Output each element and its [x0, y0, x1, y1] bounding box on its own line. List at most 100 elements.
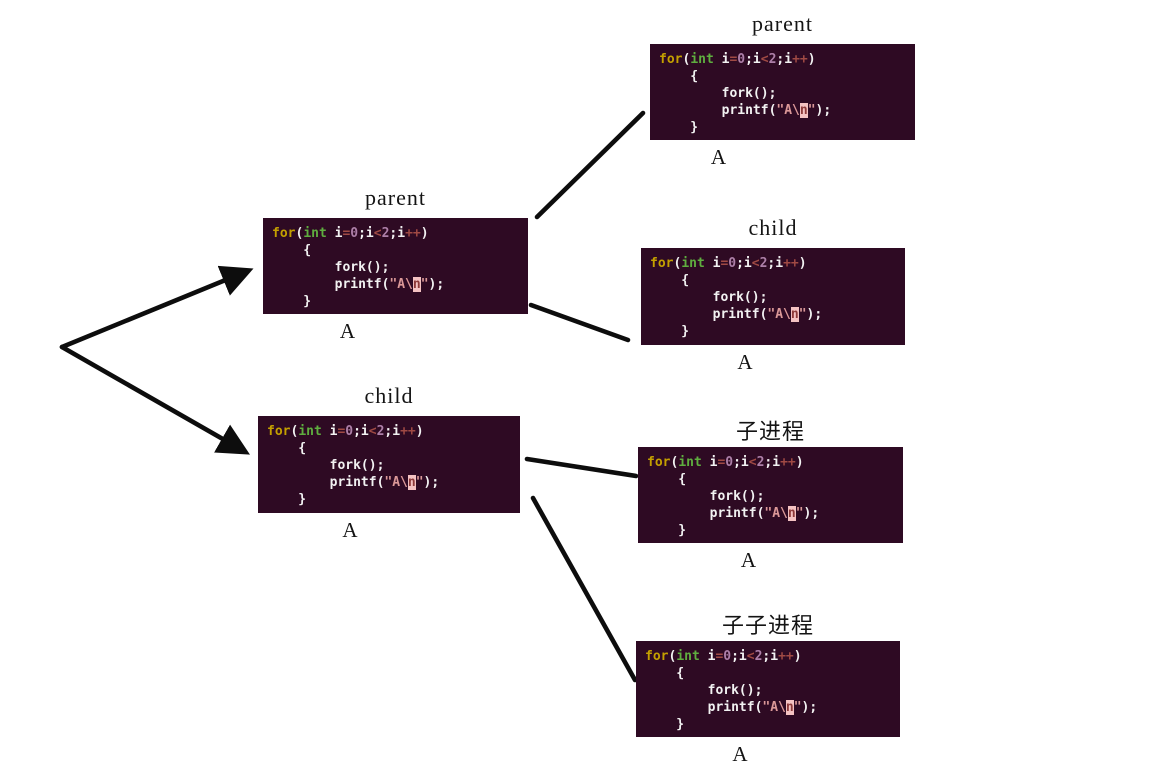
code-token: ++ [405, 226, 421, 241]
code-token: ) [795, 455, 804, 470]
code-token: { [659, 69, 699, 84]
code-line: } [647, 522, 903, 539]
code-token: for [659, 52, 683, 67]
code-line: for(int i=0;i<2;i++) [272, 225, 528, 242]
code-line: } [645, 716, 900, 733]
code-token: ++ [792, 52, 808, 67]
code-token: 2 [376, 424, 385, 439]
code-line: } [267, 491, 520, 508]
code-token: ) [793, 649, 802, 664]
process-label: 子进程 [735, 419, 805, 444]
code-token: n [790, 307, 799, 322]
code-token: = [337, 424, 346, 439]
code-token: n [785, 700, 794, 715]
code-line: } [650, 323, 905, 340]
code-line: for(int i=0;i<2;i++) [645, 648, 900, 665]
process-node-parent-left: parent for(int i=0;i<2;i++) { fork(); pr… [263, 185, 528, 343]
code-token: ++ [778, 649, 794, 664]
code-token: ++ [783, 256, 799, 271]
code-token: fork(); [267, 458, 385, 473]
code-token: int [678, 455, 702, 470]
code-token: } [272, 294, 312, 309]
code-token: ( [670, 455, 679, 470]
process-output: A [339, 319, 356, 343]
code-token: ;i [776, 52, 793, 67]
code-token: n [407, 475, 416, 490]
code-terminal: for(int i=0;i<2;i++) { fork(); printf("A… [258, 416, 520, 513]
code-token: for [272, 226, 296, 241]
code-line: } [272, 293, 528, 310]
code-token: "A\ [389, 277, 413, 292]
code-token: printf( [267, 475, 385, 490]
code-token: ); [423, 475, 440, 490]
process-node-parent-top: parent for(int i=0;i<2;i++) { fork(); pr… [650, 11, 915, 169]
code-line: { [645, 665, 900, 682]
code-token: " [415, 475, 424, 490]
code-token: printf( [272, 277, 390, 292]
code-token: i [701, 455, 718, 470]
code-token: ); [806, 307, 823, 322]
code-token: int [298, 424, 322, 439]
code-line: } [659, 119, 915, 136]
code-token: n [799, 103, 808, 118]
code-token: fork(); [272, 260, 390, 275]
code-token: i [326, 226, 343, 241]
code-token: 0 [725, 455, 734, 470]
code-token: printf( [645, 700, 763, 715]
code-token: fork(); [647, 489, 765, 504]
code-token: i [713, 52, 730, 67]
code-token: ;i [762, 649, 779, 664]
code-token: n [412, 277, 421, 292]
code-token: "A\ [776, 103, 800, 118]
code-token: { [272, 243, 312, 258]
code-line: fork(); [645, 682, 900, 699]
code-token: ); [815, 103, 832, 118]
code-token: } [650, 324, 690, 339]
code-token: i [699, 649, 716, 664]
code-line: { [272, 242, 528, 259]
code-token: 0 [350, 226, 359, 241]
code-line: fork(); [650, 289, 905, 306]
code-token: 2 [381, 226, 390, 241]
process-label: parent [365, 185, 426, 210]
code-line: printf("A\n"); [267, 474, 520, 491]
code-line: fork(); [659, 85, 915, 102]
code-token: < [746, 649, 755, 664]
code-token: " [793, 700, 802, 715]
process-node-child-left: child for(int i=0;i<2;i++) { fork(); pri… [258, 383, 520, 542]
process-output: A [740, 548, 757, 572]
code-token: fork(); [650, 290, 768, 305]
code-token: " [807, 103, 816, 118]
code-token: 2 [756, 455, 765, 470]
code-line: fork(); [267, 457, 520, 474]
code-token: 2 [759, 256, 768, 271]
code-token: "A\ [384, 475, 408, 490]
code-token: < [368, 424, 377, 439]
code-token: " [795, 506, 804, 521]
code-line: printf("A\n"); [272, 276, 528, 293]
code-token: int [676, 649, 700, 664]
process-output: A [732, 742, 748, 766]
code-token: ) [798, 256, 807, 271]
code-token: ;i [733, 455, 749, 470]
code-token: < [760, 52, 769, 67]
code-token: ( [682, 52, 691, 67]
process-node-grandchild-cn: 子子进程 for(int i=0;i<2;i++) { fork(); prin… [636, 613, 900, 766]
code-line: printf("A\n"); [650, 306, 905, 323]
code-token: 2 [754, 649, 763, 664]
code-token: ( [668, 649, 677, 664]
code-token: ;i [764, 455, 781, 470]
code-token: ;i [353, 424, 369, 439]
code-token: ); [803, 506, 820, 521]
code-token: ( [295, 226, 304, 241]
process-label: child [364, 383, 414, 408]
code-token: " [420, 277, 429, 292]
code-terminal: for(int i=0;i<2;i++) { fork(); printf("A… [636, 641, 900, 737]
code-token: ++ [400, 424, 416, 439]
code-token: 0 [728, 256, 737, 271]
code-line: for(int i=0;i<2;i++) [647, 454, 903, 471]
code-token: for [647, 455, 671, 470]
code-token: ;i [736, 256, 752, 271]
code-token: } [645, 717, 685, 732]
